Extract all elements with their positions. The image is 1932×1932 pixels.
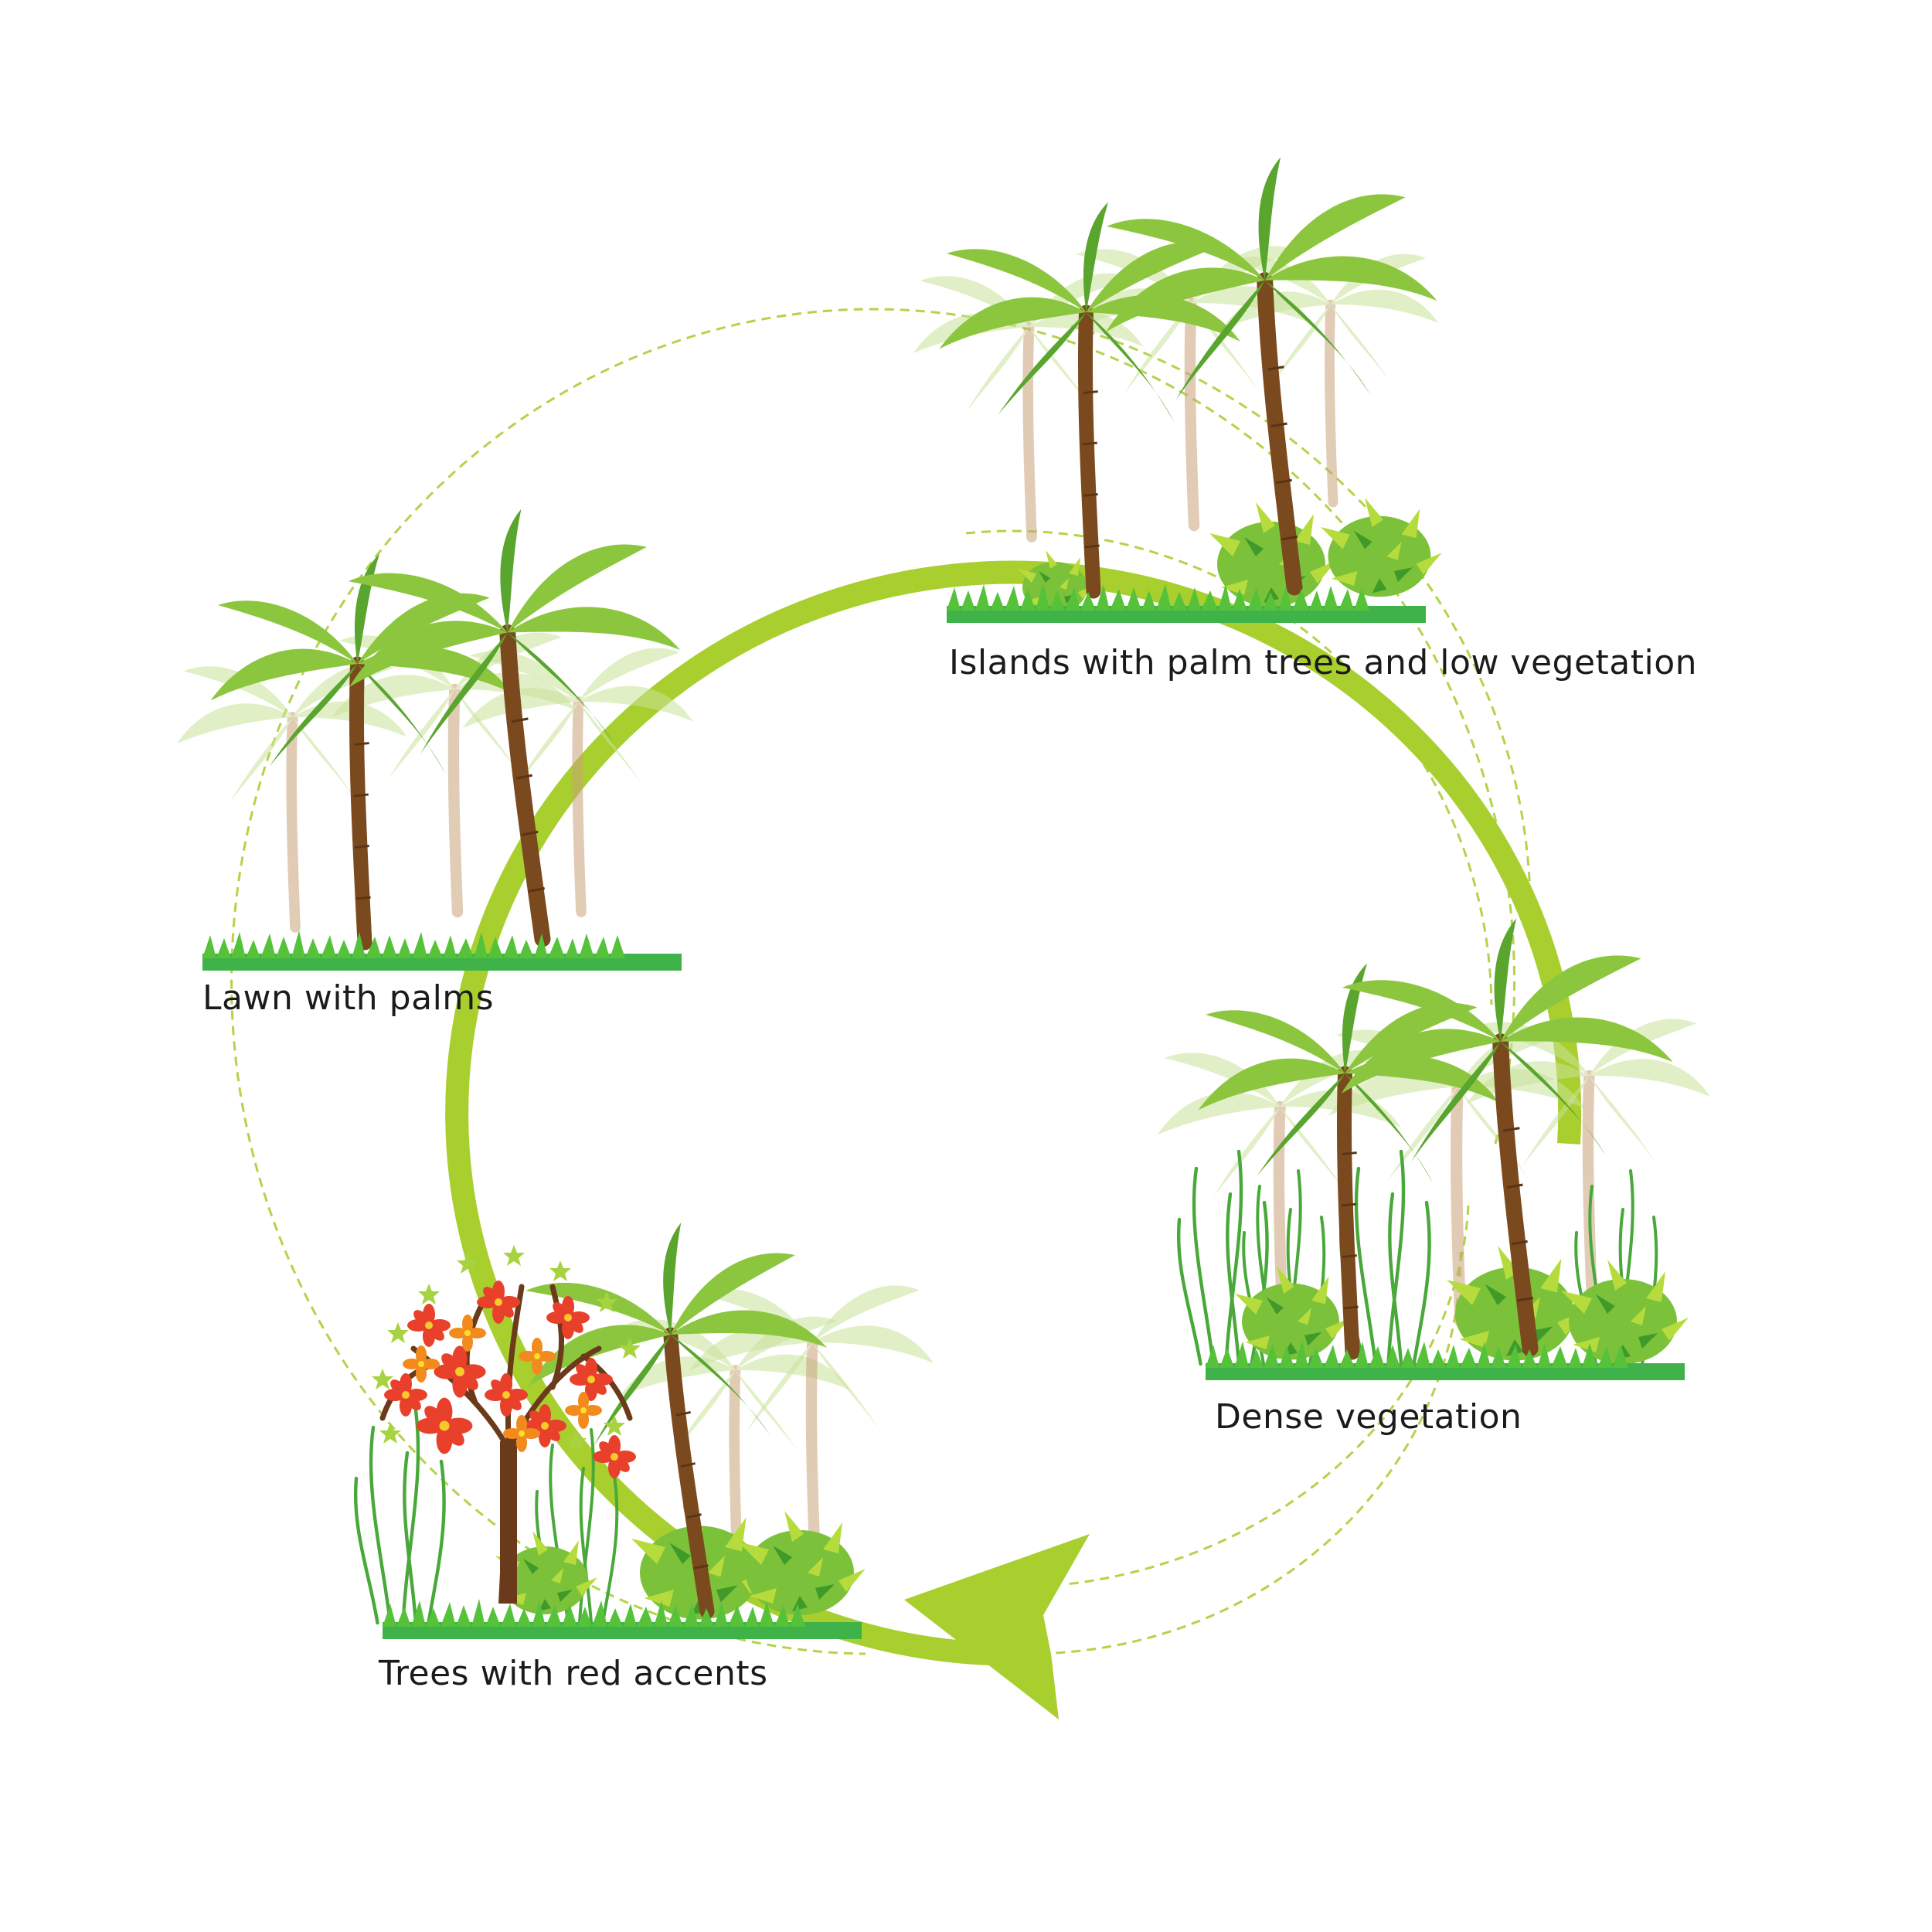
stage-label-islands: Islands with palm trees and low vegetati… <box>949 643 1698 682</box>
shrub-icon <box>1018 498 1442 613</box>
stage-label-red-accents: Trees with red accents <box>379 1654 768 1693</box>
flowering-tree-icon <box>372 1245 641 1604</box>
stage-islands-illustration <box>913 147 1456 623</box>
cycle-arrow-icon <box>445 560 1582 1719</box>
stage-dense-illustration <box>1158 908 1710 1380</box>
stage-label-lawn: Lawn with palms <box>202 978 495 1018</box>
stage-label-dense: Dense vegetation <box>1215 1397 1522 1437</box>
stage-red-illustration <box>355 1209 934 1639</box>
